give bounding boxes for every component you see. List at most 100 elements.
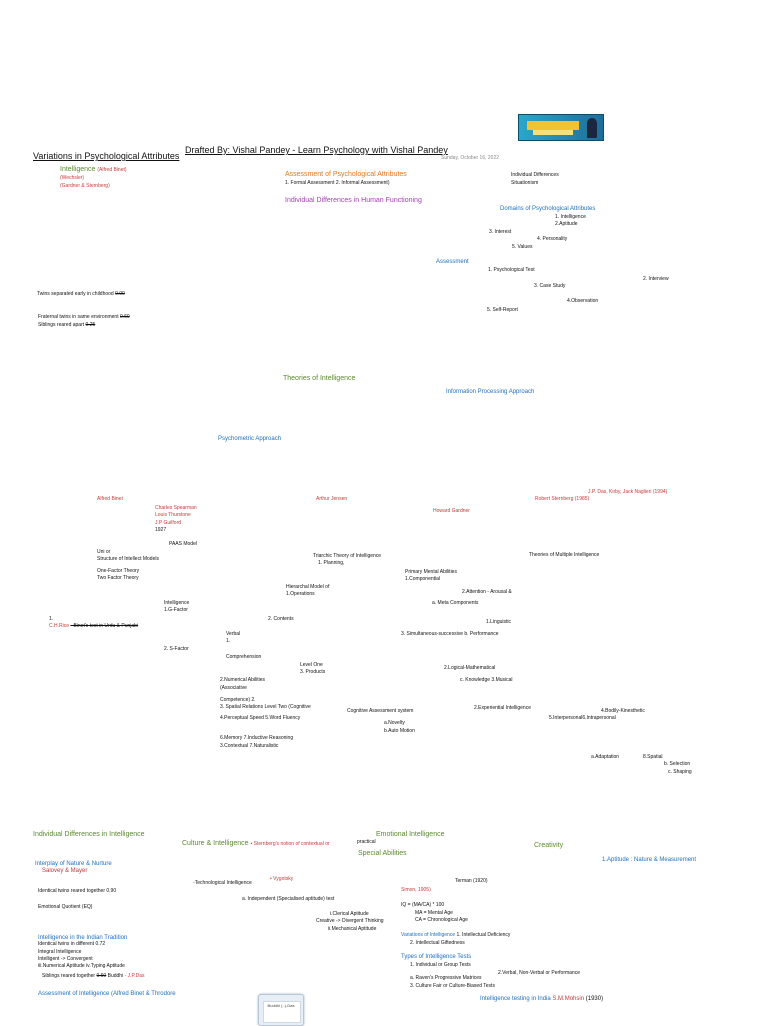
meta-components: a. Meta Components (432, 600, 479, 606)
intelligence-heading: Intelligence (Alfred Binet) (60, 166, 127, 173)
domain-intelligence: 1. Intelligence (555, 214, 586, 220)
psychometric-heading: Psychometric Approach (218, 436, 282, 442)
human-functioning-heading: Individual Differences in Human Function… (285, 197, 422, 204)
cognitive-assessment-system: Cognitive Assessment system (347, 708, 414, 714)
twins-early: Twins separated early in childhood 0.90 (37, 291, 125, 297)
domain-interest: 3. Interest (489, 229, 512, 235)
assessment-items: 1. Formal Assessment 2. Informal Assessm… (285, 180, 390, 186)
intellectual-giftedness: 2. Intellectual Giftedness (410, 940, 465, 946)
creative-divergent: Creative -> Divergent Thinking (316, 918, 384, 924)
intelligence-label: Intelligence (164, 600, 190, 606)
number-one: 1. (49, 616, 54, 622)
culture-intelligence-heading: Culture & Intelligence • Sternberg's not… (182, 840, 330, 847)
siblings-together: Siblings reared together 0.60 Buddhi - J… (42, 973, 145, 979)
two-factor-theory: Two Factor Theory (97, 575, 139, 581)
buddhi-thumbnail: Buddhi (..)-Das (258, 994, 304, 1026)
attention-arousal: 2.Attention - Arousal & (462, 589, 512, 595)
novelty: a.Novelty (384, 720, 405, 726)
uni-or: Uni or (97, 549, 111, 555)
method-self-report: 5. Self-Report (487, 307, 518, 313)
mechanical-aptitude: ii.Mechanical Aptitude (328, 926, 377, 932)
g-factor: 1.G-Factor (164, 607, 188, 613)
independent-test: a. Independent (Specialised aptitude) te… (242, 896, 335, 902)
page-title: Variations in Psychological Attributes (33, 151, 180, 161)
products: 3. Products (300, 669, 326, 675)
interpersonal-intrapersonal: 5.Interpersonal6.Intrapersonal (549, 715, 616, 721)
emotional-quotient: Emotional Quotient (EQ) (38, 904, 93, 910)
selection: b. Selection (664, 761, 691, 767)
twins-fraternal: Fraternal twins in same environment 0.60 (38, 314, 130, 320)
indian-tradition: Intelligence in the Indian Tradition (38, 935, 128, 941)
operations: 1.Operations (286, 591, 315, 597)
mental-age: MA = Mental Age (415, 910, 453, 916)
method-psych-test: 1. Psychological Test (488, 267, 535, 273)
competence: Competence) 2. (220, 697, 256, 703)
thumbnail-caption: Buddhi (..)-Das (267, 1003, 295, 1008)
identical-twins-together: Identical twins reared together 0.90 (38, 888, 117, 894)
s-factor: 2. S-Factor (164, 646, 189, 652)
technological-intelligence: ◦Technological Intelligence (193, 880, 252, 886)
comprehension: Comprehension (226, 654, 262, 660)
spatial-8: 8.Spatial (643, 754, 663, 760)
method-case-study: 3. Case Study (534, 283, 566, 289)
culture-fair-tests: 3. Culture Fair or Culture-Biased Tests (410, 983, 495, 989)
simultaneous-successive: 3. Simultaneous-successive b. Performanc… (401, 631, 499, 637)
verbal: Verbal (226, 631, 241, 637)
ravens-matrices: a. Raven's Progressive Matrices (410, 975, 482, 981)
vygotsky: • Vygotsky (270, 876, 294, 882)
special-abilities-heading: Special Abilities (358, 850, 407, 857)
verbal-nonverbal: 2.Verbal, Non-Verbal or Performance (498, 970, 580, 976)
level-one: Level One (300, 662, 323, 668)
perceptual-speed: 4.Perceptual Speed 5.Word Fluency (220, 715, 301, 721)
intelligent-convergent: Intelligent -> Convergent (38, 956, 93, 962)
associative: (Associative (220, 685, 247, 691)
robert-sternberg: Robert Sternberg (1985) (535, 496, 590, 502)
method-observation: 4.Observation (567, 298, 599, 304)
planning: 1. Planning, (318, 560, 345, 566)
arthur-jensen: Arthur Jensen (316, 496, 348, 502)
numerical-typing-aptitude: iii.Numerical Aptitude iv.Typing Aptitud… (38, 963, 125, 969)
domains-heading: Domains of Psychological Attributes (500, 206, 596, 212)
logical-mathematical: 2.Logical-Mathematical (444, 665, 496, 671)
alfred-binet: Alfred Binet (97, 496, 123, 502)
multiple-intelligence: Theories of Multiple Intelligence (529, 552, 600, 558)
assessment-of-intelligence: Assessment of Intelligence (Alfred Binet… (38, 991, 176, 997)
wechsler-label: (Wechsler) (60, 175, 85, 181)
year-1927: 1927 (155, 527, 167, 533)
terman: Terman (1920) (455, 878, 488, 884)
theories-heading: Theories of Intelligence (283, 375, 356, 382)
componential: 1.Componential (405, 576, 441, 582)
ch-rice: C.H.Rice - Binet's test in Urdu & Punjab… (49, 623, 139, 629)
bodily-kinesthetic: 4.Bodily-Kinesthetic (601, 708, 645, 714)
domain-personality: 4. Personality (537, 236, 568, 242)
one-factor-theory: One-Factor Theory (97, 568, 140, 574)
adaptation: a.Adaptation (591, 754, 620, 760)
simon: Simon, 1905) (401, 887, 431, 893)
assessment-methods-heading: Assessment (436, 259, 469, 265)
verbal-one: 1. (226, 638, 231, 644)
contextual-naturalistic: 3.Contextual 7.Naturalistic (220, 743, 279, 749)
hierarchal-model: Hierarchal Model of (286, 584, 330, 590)
situationism: Situationism (511, 180, 539, 186)
ind-diff-intelligence-heading: Individual Differences in Intelligence (33, 831, 145, 838)
interplay-nature-nurture: Interplay of Nature & Nurture (35, 861, 112, 867)
auto-motion: b.Auto Motion (384, 728, 415, 734)
individual-group-tests: 1. Individual or Group Tests (410, 962, 471, 968)
salovey-mayer: Salovey & Mayer (42, 868, 88, 874)
testing-in-india: Intelligence testing in India S.M.Mohsin… (480, 996, 604, 1002)
aptitude-nature: 1.Aptitude : Nature & Measurement (602, 857, 697, 863)
primary-mental-abilities: Primary Mental Abilities (405, 569, 457, 575)
contents: 2. Contents (268, 616, 294, 622)
siblings-apart: Siblings reared apart 0.25 (38, 322, 96, 328)
charles-spearman: Charles Spearman (155, 505, 197, 511)
creativity-heading: Creativity (534, 842, 564, 849)
page-date: Sunday, October 16, 2022 (441, 155, 500, 161)
chronological-age: CA = Chronological Age (415, 917, 468, 923)
domain-aptitude: 2.Aptitude (555, 221, 578, 227)
method-interview: 2. Interview (643, 276, 669, 282)
das-kirby-naglieri: J.P. Das, Kirby, Jack Naglieri (1994) (588, 489, 668, 495)
howard-gardner: Howard Gardner (433, 508, 470, 514)
iq-formula: IQ = (MA/CA) * 100 (401, 902, 445, 908)
domain-values: 5. Values (512, 244, 533, 250)
variations-of-intelligence: Variations of Intelligence 1. Intellectu… (401, 932, 511, 938)
